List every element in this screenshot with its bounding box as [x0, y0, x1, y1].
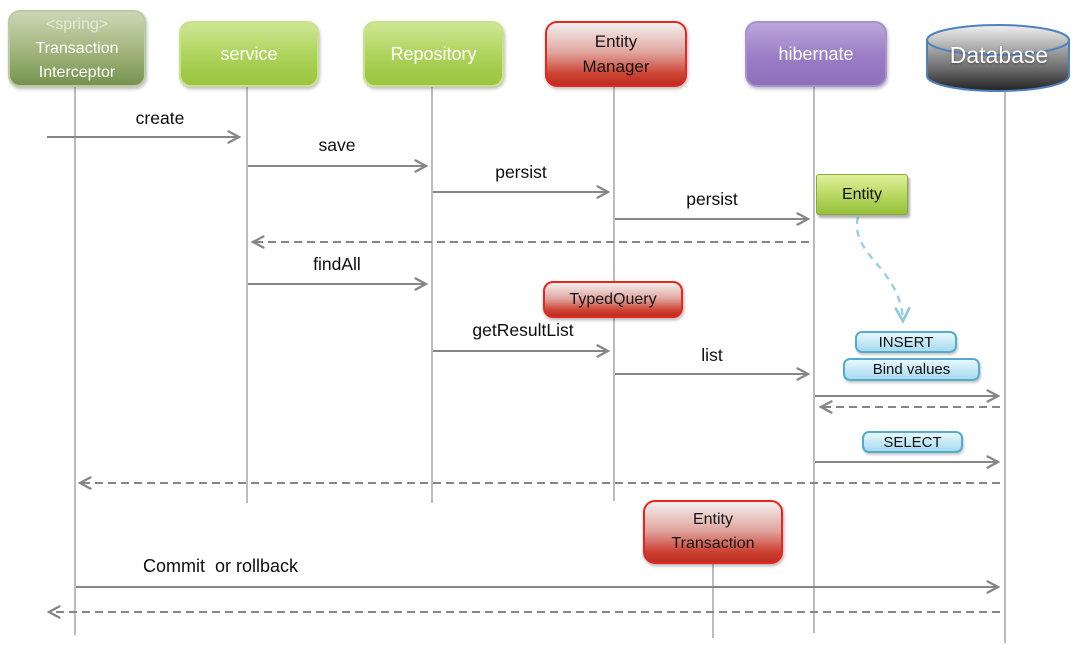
participant-label-line: <spring>	[45, 15, 109, 33]
message-persist-em-hib-label: persist	[686, 189, 738, 209]
database-cylinder	[926, 24, 1070, 92]
participant-repository: Repository	[363, 21, 504, 87]
participant-label-line: Manager	[582, 57, 650, 76]
participant-hibernate: hibernate	[745, 21, 887, 87]
participant-label-line: Interceptor	[38, 63, 116, 81]
message-create-label: create	[135, 108, 185, 128]
participant-database-label: Database	[949, 42, 1049, 68]
message-findall-label: findAll	[313, 254, 361, 274]
insert-note-label: INSERT	[878, 333, 934, 351]
typed-query-label: TypedQuery	[569, 290, 657, 308]
participant-label-line: Transaction	[35, 39, 119, 57]
bind-values-note: Bind values	[843, 358, 980, 381]
select-note: SELECT	[862, 431, 963, 453]
entity-transaction-label-line: Entity	[692, 511, 733, 528]
bind-values-note-label: Bind values	[872, 361, 951, 378]
typed-query-note: TypedQuery	[543, 281, 683, 318]
entity-note-label: Entity	[841, 185, 882, 203]
entity-to-insert-arrow	[855, 216, 903, 321]
entity-transaction-label-line: Transaction	[671, 535, 755, 552]
message-persist-repo-em-label: persist	[495, 162, 547, 182]
message-list-label: list	[701, 345, 723, 365]
insert-note: INSERT	[855, 331, 957, 353]
participant-label: hibernate	[778, 43, 854, 64]
participant-label-line: Entity	[594, 32, 638, 51]
entity-note: Entity	[816, 174, 908, 215]
participant-entity-manager: Entity Manager	[545, 21, 687, 87]
participant-transaction-interceptor: <spring> Transaction Interceptor	[8, 10, 146, 87]
participant-service: service	[179, 21, 319, 87]
select-note-label: SELECT	[883, 433, 942, 451]
entity-transaction-note: Entity Transaction	[643, 500, 783, 564]
message-save-label: save	[318, 135, 356, 155]
participant-label: service	[220, 43, 278, 64]
message-getresultlist-label: getResultList	[472, 320, 574, 340]
message-commit-label: Commit or rollback	[143, 556, 299, 576]
participant-label: Repository	[390, 43, 477, 64]
